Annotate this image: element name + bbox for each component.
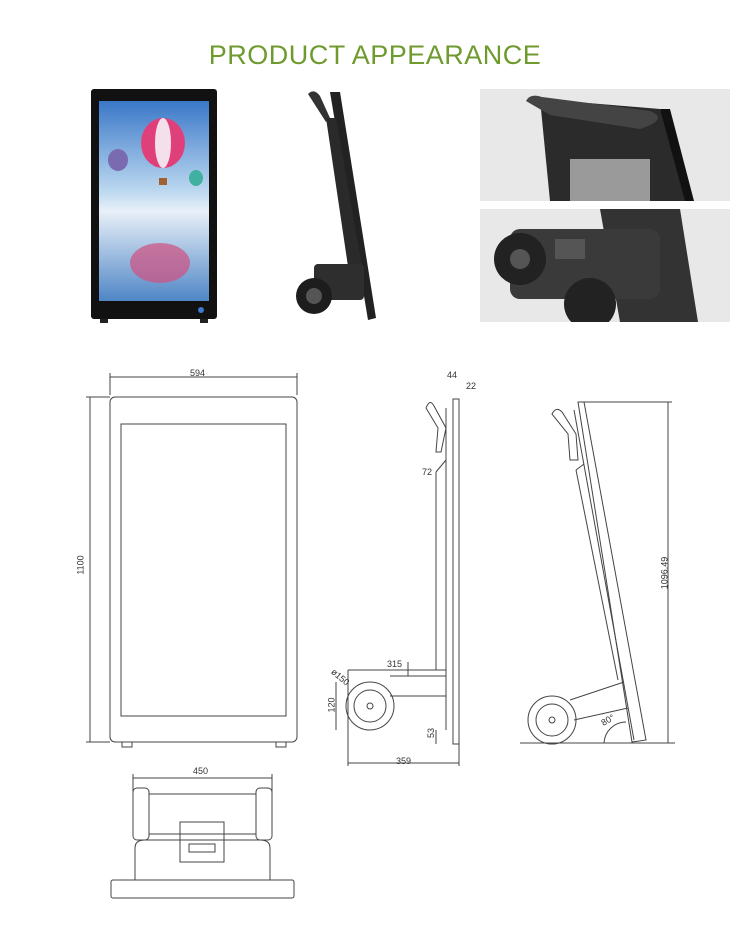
dim-bottom-width: 450 bbox=[193, 766, 209, 776]
tilted-side-view-drawing bbox=[520, 401, 675, 745]
dim-side-panel: 22 bbox=[466, 381, 477, 391]
side-product-photo bbox=[296, 91, 376, 320]
dim-side-total-depth: 359 bbox=[396, 756, 412, 766]
front-view-drawing bbox=[86, 373, 298, 748]
side-view-drawing bbox=[335, 398, 460, 766]
dim-side-base: 315 bbox=[387, 659, 403, 669]
detail-photo-handle bbox=[480, 89, 730, 201]
dim-side-depth-top: 44 bbox=[447, 370, 458, 380]
dim-foot-height: 53 bbox=[426, 727, 437, 739]
detail-photo-base bbox=[480, 209, 730, 322]
dim-front-width: 594 bbox=[190, 368, 206, 378]
page-title: PRODUCT APPEARANCE bbox=[208, 40, 542, 70]
dim-side-mid: 72 bbox=[422, 467, 433, 477]
bottom-view-drawing bbox=[110, 774, 295, 899]
dim-wheel-height: 120 bbox=[326, 697, 337, 713]
front-product-photo bbox=[91, 89, 217, 323]
dim-front-height: 1100 bbox=[75, 555, 86, 575]
dim-tilted-height: 1096.49 bbox=[659, 556, 670, 590]
